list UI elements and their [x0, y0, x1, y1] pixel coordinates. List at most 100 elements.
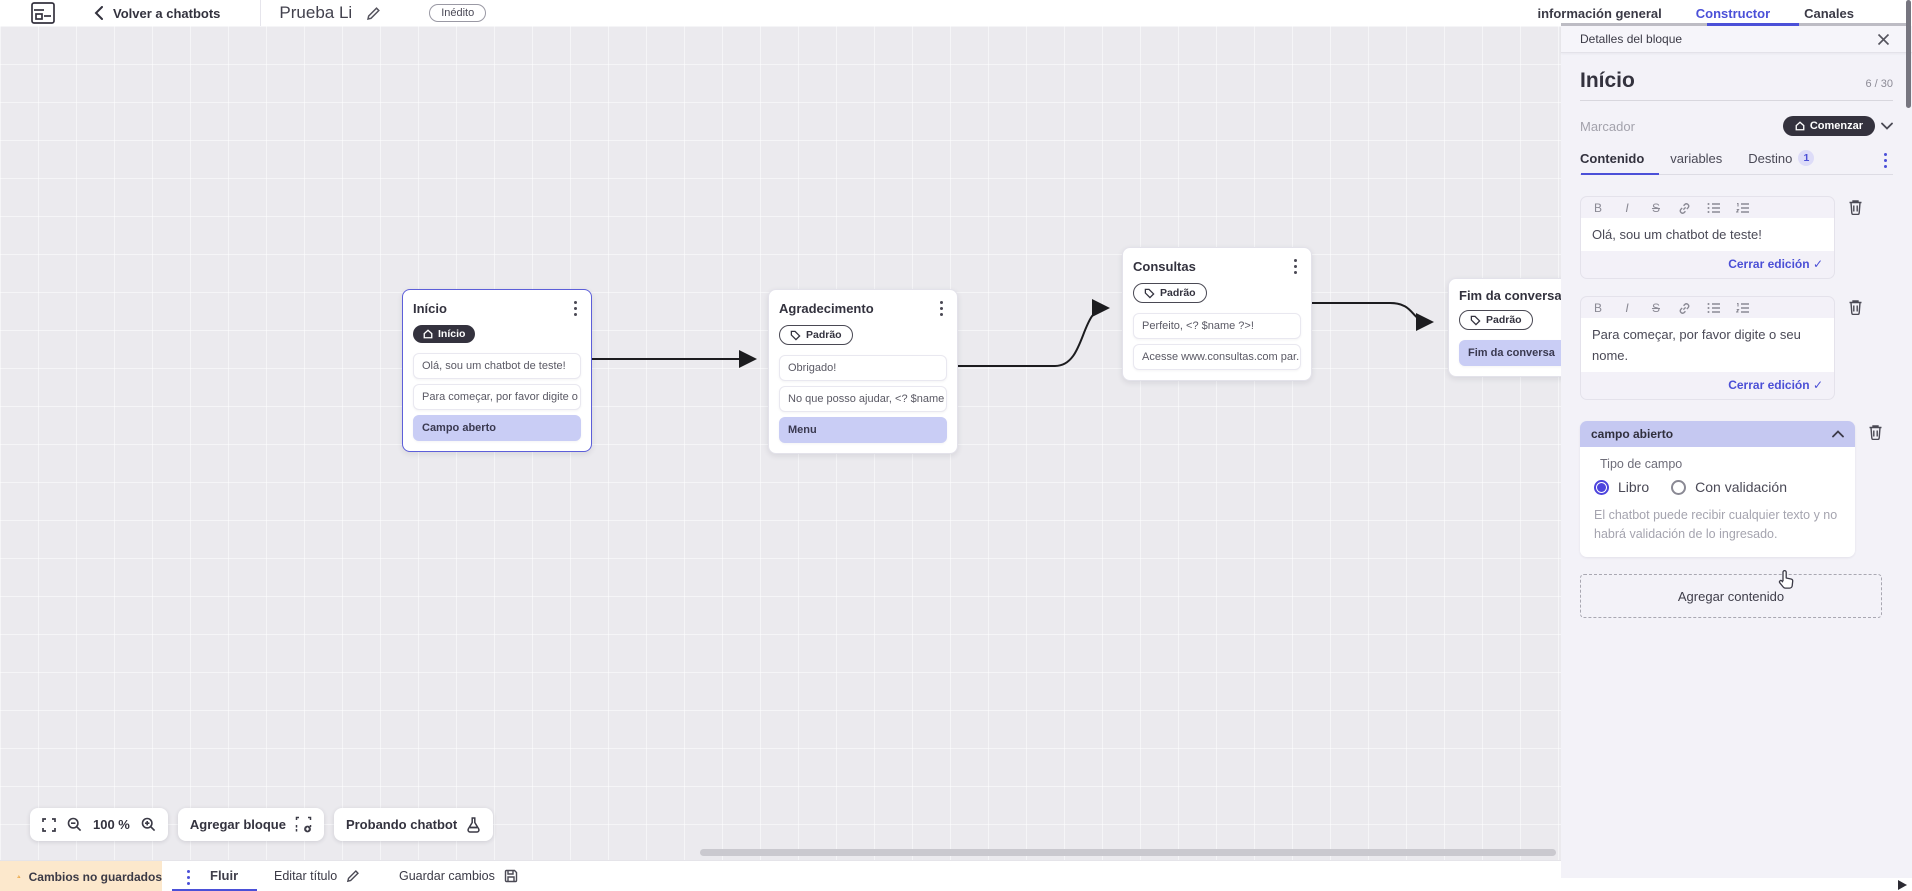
flow-block-inicio[interactable]: Início Início Olá, sou um chatbot de tes… — [402, 289, 592, 452]
block-item[interactable]: Acesse www.consultas.com par... — [1133, 343, 1301, 370]
strikethrough-icon[interactable]: S — [1651, 301, 1660, 315]
tab-informacion-general[interactable]: información general — [1537, 5, 1662, 21]
bullet-list-icon[interactable] — [1707, 202, 1721, 214]
field-type-label: Tipo de campo — [1600, 457, 1683, 471]
flow-block-consultas[interactable]: Consultas Padrão Perfeito, <? $name ?>! … — [1122, 247, 1312, 381]
flow-tab-indicator — [172, 889, 257, 891]
app-logo-icon — [30, 1, 56, 25]
name-input-underline — [1580, 100, 1893, 101]
block-item-selected[interactable]: Campo aberto — [413, 415, 581, 441]
zoom-level: 100 % — [93, 817, 130, 832]
canvas-horizontal-scrollbar[interactable] — [700, 849, 1556, 856]
block-title: Agradecimento — [779, 301, 874, 316]
block-menu-icon[interactable] — [1290, 257, 1301, 276]
panel-menu-icon[interactable] — [1880, 151, 1891, 170]
flow-connections — [592, 299, 1434, 368]
message-text-input[interactable]: Para começar, por favor digite o seu nom… — [1581, 318, 1834, 372]
numbered-list-icon[interactable] — [1736, 302, 1750, 314]
flow-canvas[interactable]: Início Início Olá, sou um chatbot de tes… — [0, 26, 1561, 860]
bold-icon[interactable]: B — [1593, 201, 1602, 215]
add-block-icon — [295, 816, 312, 833]
block-menu-icon[interactable] — [936, 299, 947, 318]
marker-label: Marcador — [1580, 118, 1635, 134]
chatbot-title: Prueba Li — [279, 3, 353, 22]
tab-contenido[interactable]: Contenido — [1580, 150, 1645, 166]
flow-block-fim-da-conversa[interactable]: Fim da conversa Padrão Fim da conversa — [1448, 278, 1561, 377]
block-item-selected[interactable]: Fim da conversa — [1459, 339, 1561, 366]
radio-unselected-icon[interactable] — [1671, 479, 1687, 495]
block-badge-padrao: Padrão — [1133, 283, 1207, 303]
chevron-down-icon[interactable] — [1881, 122, 1893, 130]
flow-menu-icon[interactable] — [183, 868, 194, 887]
message-text-input[interactable]: Olá, sou um chatbot de teste! — [1581, 218, 1834, 251]
edit-title-button[interactable]: Editar título — [274, 869, 360, 883]
delete-content-icon[interactable] — [1868, 424, 1883, 440]
bold-icon[interactable]: B — [1593, 301, 1602, 315]
link-icon[interactable] — [1678, 302, 1692, 315]
panel-title: Detalles del bloque — [1580, 32, 1683, 46]
scroll-corner-arrow-icon — [1896, 878, 1909, 890]
tab-constructor[interactable]: Constructor — [1695, 5, 1771, 21]
bullet-list-icon[interactable] — [1707, 302, 1721, 314]
fullscreen-icon[interactable] — [42, 817, 56, 832]
add-block-button[interactable]: Agregar bloque — [177, 808, 324, 841]
block-item[interactable]: Para começar, por favor digite o ... — [413, 384, 581, 410]
close-edit-button[interactable]: Cerrar edición ✓ — [1728, 378, 1823, 392]
radio-con-validacion[interactable]: Con validación — [1671, 479, 1787, 495]
flow-block-agradecimento[interactable]: Agradecimento Padrão Obrigado! No que po… — [768, 289, 958, 454]
warning-icon — [17, 875, 21, 878]
open-field-section: campo abierto Tipo de campo Libro — [1580, 421, 1855, 557]
chevron-up-icon[interactable] — [1832, 430, 1844, 438]
save-icon — [504, 869, 518, 883]
block-menu-icon[interactable] — [570, 299, 581, 318]
italic-icon[interactable]: I — [1625, 301, 1629, 315]
block-title: Consultas — [1133, 259, 1196, 274]
save-changes-button[interactable]: Guardar cambios — [399, 869, 518, 883]
block-badge-padrao: Padrão — [779, 325, 853, 345]
link-icon[interactable] — [1678, 202, 1692, 215]
delete-content-icon[interactable] — [1848, 299, 1863, 315]
open-field-header[interactable]: campo abierto — [1580, 421, 1855, 447]
status-badge: Inédito — [429, 4, 487, 22]
add-content-button[interactable]: Agregar contenido — [1580, 574, 1882, 618]
block-title: Início — [413, 301, 447, 316]
radio-libro[interactable]: Libro — [1594, 479, 1649, 495]
zoom-out-icon[interactable] — [67, 817, 82, 832]
delete-content-icon[interactable] — [1848, 199, 1863, 215]
pencil-icon — [346, 869, 360, 883]
field-helper-text: El chatbot puede recibir cualquier texto… — [1594, 508, 1838, 541]
block-title: Fim da conversa — [1459, 288, 1561, 303]
top-bar: Volver a chatbots Prueba Li Inédito info… — [0, 0, 1912, 26]
tab-canales[interactable]: Canales — [1804, 5, 1854, 21]
mouse-cursor-hand — [1775, 568, 1797, 592]
divider — [260, 0, 262, 26]
tag-icon — [1144, 288, 1155, 299]
test-chatbot-button[interactable]: Probando chatbot — [333, 808, 494, 841]
test-chatbot-label: Probando chatbot — [345, 817, 458, 832]
block-item-selected[interactable]: Menu — [779, 416, 947, 443]
close-edit-button[interactable]: Cerrar edición ✓ — [1728, 257, 1823, 271]
block-item[interactable]: Obrigado! — [779, 354, 947, 381]
back-to-chatbots-button[interactable]: Volver a chatbots — [94, 6, 220, 21]
edit-title-pencil-icon[interactable] — [366, 6, 381, 21]
home-icon — [1795, 121, 1805, 131]
radio-selected-icon[interactable] — [1594, 479, 1609, 495]
tab-fluir[interactable]: Fluir — [210, 868, 239, 883]
name-char-counter: 6 / 30 — [1865, 78, 1893, 90]
back-label: Volver a chatbots — [113, 5, 221, 21]
numbered-list-icon[interactable] — [1736, 202, 1750, 214]
close-panel-icon[interactable] — [1877, 33, 1890, 46]
zoom-in-icon[interactable] — [141, 817, 156, 832]
strikethrough-icon[interactable]: S — [1651, 201, 1660, 215]
block-details-panel: Detalles del bloque Início 6 / 30 Marcad… — [1561, 26, 1912, 878]
tab-destino[interactable]: Destino 1 — [1748, 150, 1815, 166]
window-vertical-scrollbar[interactable] — [1906, 0, 1911, 108]
block-item[interactable]: Olá, sou um chatbot de teste! — [413, 353, 581, 379]
marker-value-pill[interactable]: Comenzar — [1782, 116, 1875, 136]
check-icon: ✓ — [1812, 257, 1823, 271]
block-name-input[interactable]: Início — [1580, 69, 1635, 92]
tab-variables[interactable]: variables — [1670, 150, 1723, 166]
italic-icon[interactable]: I — [1625, 201, 1629, 215]
block-item[interactable]: No que posso ajudar, <? $name ... — [779, 385, 947, 412]
block-item[interactable]: Perfeito, <? $name ?>! — [1133, 312, 1301, 339]
